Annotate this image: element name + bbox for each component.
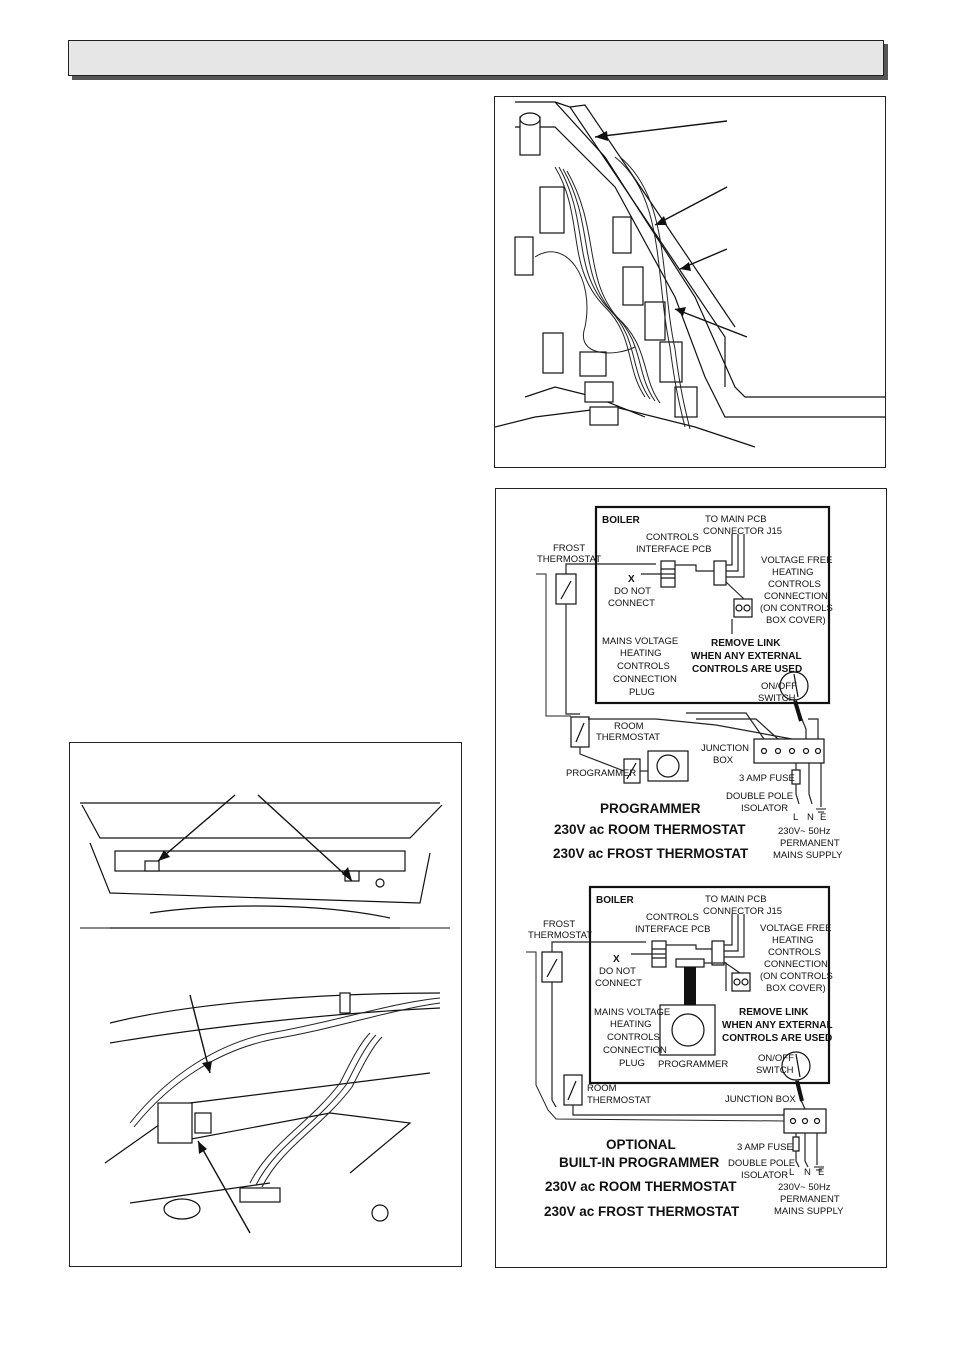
x-mark: X <box>613 954 620 965</box>
boiler-label: BOILER <box>602 515 641 526</box>
vf-box-cover-label: BOX COVER) <box>766 983 826 994</box>
diagram-title-4: 230V ac FROST THERMOSTAT <box>544 1204 740 1219</box>
n-label: N <box>804 1167 811 1178</box>
wiring-diagram-programmer: BOILER TO MAIN PCB CONNECTOR J15 CONTROL… <box>536 505 843 861</box>
controls-label: CONTROLS <box>646 532 699 543</box>
fuse-label: 3 AMP FUSE <box>739 773 795 784</box>
remove-when-label: WHEN ANY EXTERNAL <box>691 651 802 662</box>
to-main-pcb-label: TO MAIN PCB <box>705 894 767 905</box>
connect-label: CONNECT <box>595 978 642 989</box>
remove-link-label: REMOVE LINK <box>739 1007 809 1018</box>
remove-when-label: WHEN ANY EXTERNAL <box>722 1020 833 1031</box>
programmer-label: PROGRAMMER <box>658 1059 728 1070</box>
permanent-label: PERMANENT <box>780 838 840 849</box>
x-mark: X <box>628 574 635 585</box>
interface-pcb-illustration <box>80 794 450 1234</box>
double-pole-label: DOUBLE POLE <box>726 791 793 802</box>
supply-label: 230V~ 50Hz <box>778 1182 831 1193</box>
boiler-label: BOILER <box>596 895 635 906</box>
mains-heating-label: HEATING <box>620 648 662 659</box>
diagram-title-2: BUILT-IN PROGRAMMER <box>559 1155 719 1170</box>
vf-heating-label: HEATING <box>772 935 814 946</box>
room-thermostat-label: THERMOSTAT <box>587 1095 651 1106</box>
mains-plug-label: PLUG <box>629 687 655 698</box>
fuse-label: 3 AMP FUSE <box>737 1142 793 1153</box>
junction-label: JUNCTION <box>701 743 749 754</box>
diagram-title-3: 230V ac ROOM THERMOSTAT <box>545 1179 737 1194</box>
vf-box-cover-label: BOX COVER) <box>766 615 826 626</box>
diagram-title-2: 230V ac ROOM THERMOSTAT <box>554 822 746 837</box>
vf-controls-label: CONTROLS <box>768 579 821 590</box>
mains-voltage-label: MAINS VOLTAGE <box>602 636 678 647</box>
vf-on-controls-label: (ON CONTROLS <box>760 603 833 614</box>
connect-label: CONNECT <box>608 598 655 609</box>
switch-label: SWITCH <box>758 693 796 704</box>
do-not-label: DO NOT <box>614 586 651 597</box>
double-pole-label: DOUBLE POLE <box>728 1158 795 1169</box>
programmer-label: PROGRAMMER <box>566 768 636 779</box>
frost-thermostat-label: THERMOSTAT <box>528 930 592 941</box>
mains-controls-label: CONTROLS <box>607 1032 660 1043</box>
supply-label: 230V~ 50Hz <box>778 826 831 837</box>
l-label: L <box>789 1167 794 1178</box>
mains-voltage-label: MAINS VOLTAGE <box>594 1007 670 1018</box>
mains-plug-label: PLUG <box>619 1058 645 1069</box>
isolator-label: ISOLATOR <box>741 803 788 814</box>
diagram-title-3: 230V ac FROST THERMOSTAT <box>553 846 749 861</box>
controls-box-wiring-illustration <box>495 101 885 448</box>
vf-on-controls-label: (ON CONTROLS <box>760 971 833 982</box>
voltage-free-label: VOLTAGE FREE <box>760 923 831 934</box>
to-main-pcb-label: TO MAIN PCB <box>705 514 767 525</box>
wiring-diagrams-panel: BOILER TO MAIN PCB CONNECTOR J15 CONTROL… <box>495 488 887 1268</box>
e-label: E <box>818 1167 824 1178</box>
vf-connection-label: CONNECTION <box>764 959 828 970</box>
mains-supply-label: MAINS SUPPLY <box>773 850 843 861</box>
room-label: ROOM <box>587 1083 617 1094</box>
wiring-diagram-built-in-programmer: BOILER TO MAIN PCB CONNECTOR J15 CONTROL… <box>526 885 844 1219</box>
vf-connection-label: CONNECTION <box>764 591 828 602</box>
controls-label: CONTROLS <box>646 912 699 923</box>
isolator-label: ISOLATOR <box>741 1170 788 1181</box>
on-off-label: ON/OFF <box>758 1053 794 1064</box>
on-off-label: ON/OFF <box>761 681 797 692</box>
vf-controls-label: CONTROLS <box>768 947 821 958</box>
switch-label: SWITCH <box>756 1065 794 1076</box>
mains-connection-label: CONNECTION <box>603 1045 667 1056</box>
remove-controls-label: CONTROLS ARE USED <box>692 664 802 675</box>
remove-link-label: REMOVE LINK <box>711 638 781 649</box>
mains-controls-label: CONTROLS <box>617 661 670 672</box>
wiring-illustration-panel <box>494 96 886 468</box>
interface-pcb-label: INTERFACE PCB <box>635 924 711 935</box>
do-not-label: DO NOT <box>599 966 636 977</box>
connector-j15-label: CONNECTOR J15 <box>703 906 782 917</box>
diagram-title-1: PROGRAMMER <box>600 801 701 816</box>
mains-heating-label: HEATING <box>610 1019 652 1030</box>
permanent-label: PERMANENT <box>780 1194 840 1205</box>
frost-label: FROST <box>553 543 585 554</box>
vf-heating-label: HEATING <box>772 567 814 578</box>
section-header-bar <box>68 40 884 76</box>
interface-pcb-label: INTERFACE PCB <box>636 544 712 555</box>
frost-label: FROST <box>543 919 575 930</box>
voltage-free-label: VOLTAGE FREE <box>761 555 832 566</box>
n-label: N <box>807 812 814 823</box>
cover-removal-illustration-panel <box>69 742 462 1267</box>
mains-connection-label: CONNECTION <box>613 674 677 685</box>
connector-j15-label: CONNECTOR J15 <box>703 526 782 537</box>
frost-thermostat-label: THERMOSTAT <box>537 554 601 565</box>
l-label: L <box>793 812 798 823</box>
box-label: BOX <box>713 755 734 766</box>
room-thermostat-label: THERMOSTAT <box>596 732 660 743</box>
remove-controls-label: CONTROLS ARE USED <box>722 1033 832 1044</box>
junction-box-label: JUNCTION BOX <box>725 1094 796 1105</box>
diagram-title-1: OPTIONAL <box>606 1137 676 1152</box>
mains-supply-label: MAINS SUPPLY <box>774 1206 844 1217</box>
room-label: ROOM <box>614 721 644 732</box>
e-label: E <box>820 812 826 823</box>
